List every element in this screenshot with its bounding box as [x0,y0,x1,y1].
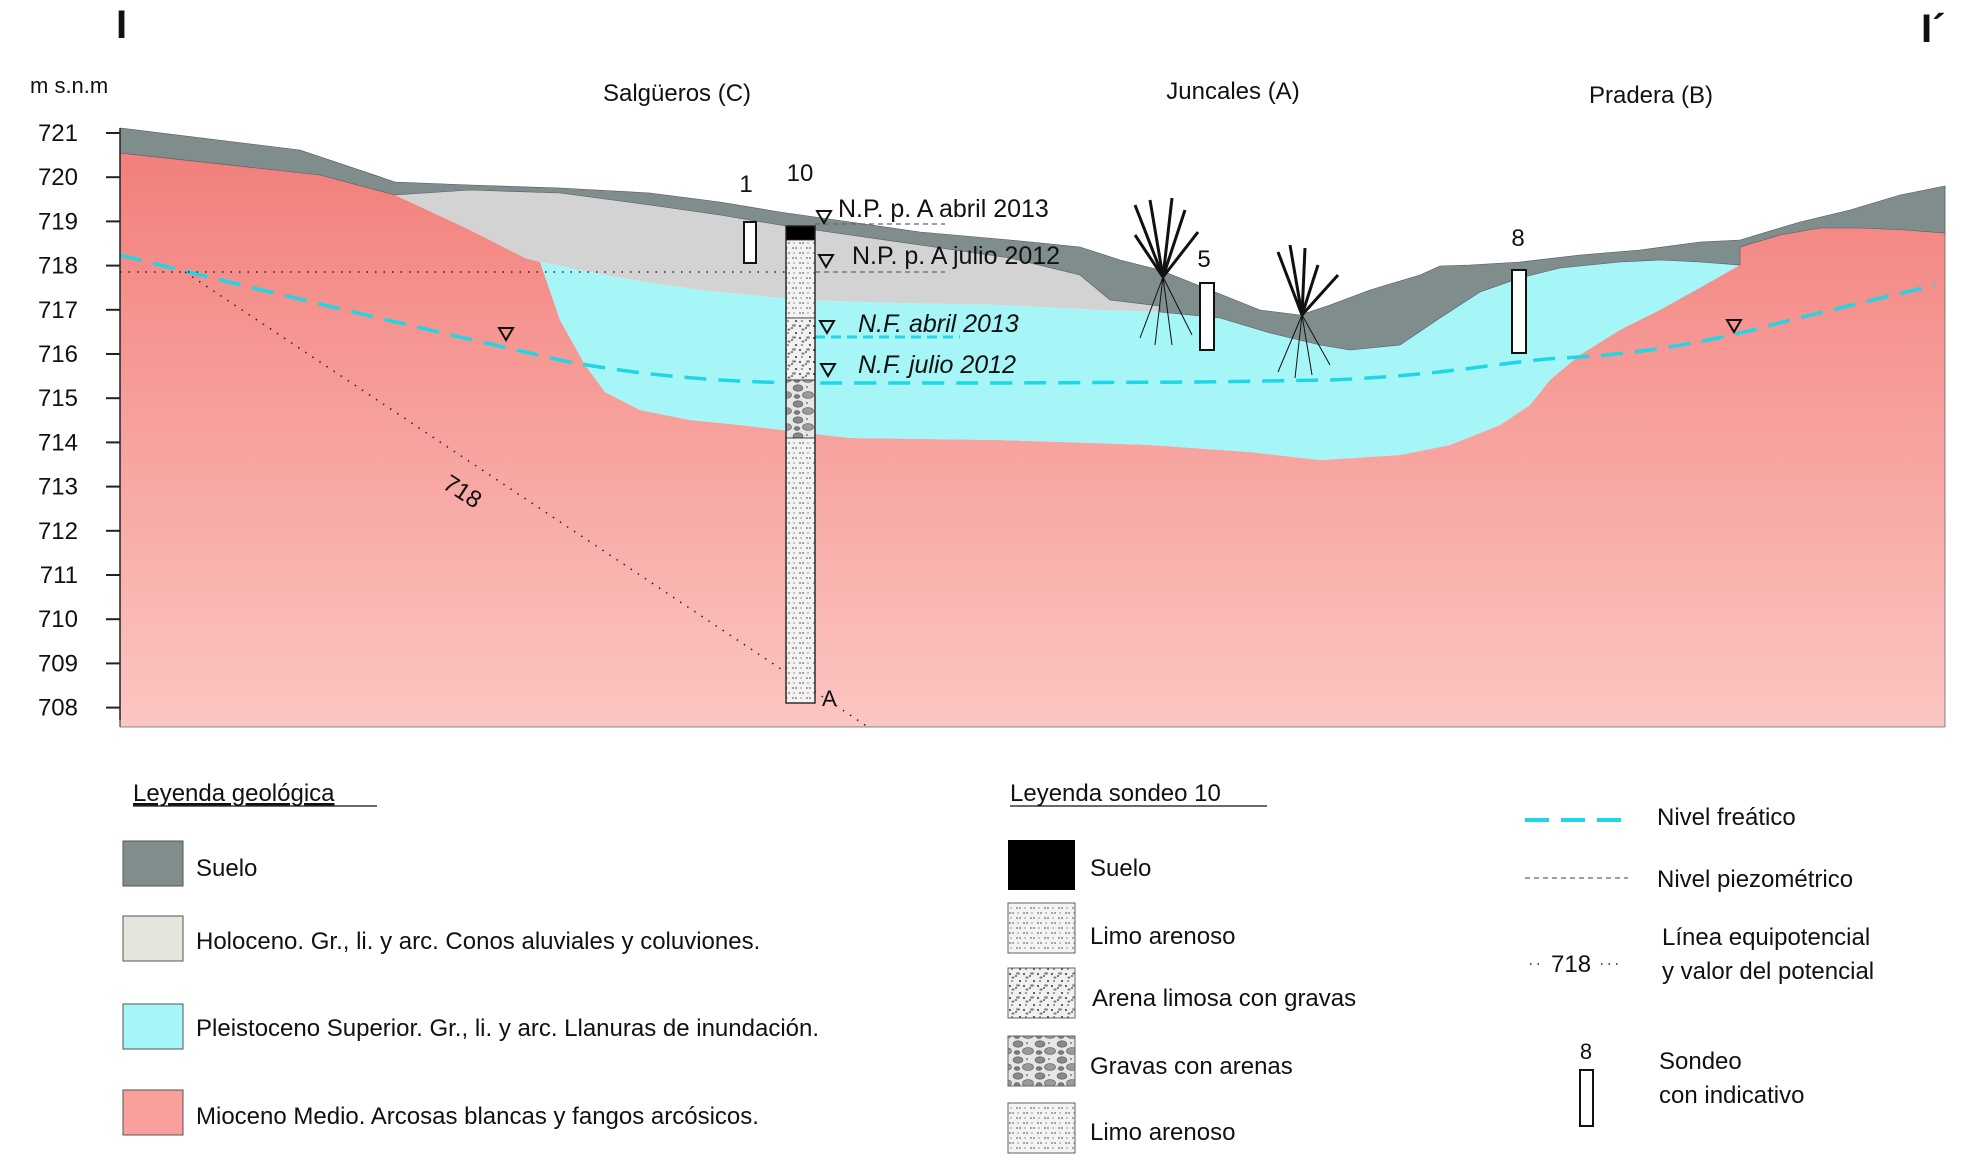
level-label-np-julio-2012: N.P. p. A julio 2012 [852,242,1060,270]
axis-tick-label: 716 [38,341,78,368]
legend-swatch-pleistoceno [122,1003,184,1050]
pleistoceno-layer [540,260,1740,460]
axis-tick-label: 712 [38,518,78,545]
legend-borehole-sample [1579,1069,1594,1127]
borehole-label-1: 1 [739,171,752,198]
water-level-markers [497,210,1743,378]
legend-equipotential-sample: 718 [1551,951,1591,978]
legend-swatch-mioceno [122,1089,184,1136]
legend-borehole-label-1: Sondeo [1659,1048,1742,1075]
legend-geologica-title: Leyenda geológica [133,780,335,807]
geologic-section: 718 A [119,127,1946,728]
level-label-nf-julio-2012: N.F. julio 2012 [858,351,1016,379]
legend-symbols: Nivel freático Nivel piezométrico 718 Lí… [1525,804,1874,1127]
legend-sondeo-title: Leyenda sondeo 10 [1010,780,1221,807]
reed-symbol-1 [1133,197,1200,346]
axis-tick-label: 710 [38,606,78,633]
axis-tick-label: 713 [38,474,78,501]
axis-tick-label: 717 [38,297,78,324]
legend-label-suelo: Suelo [196,855,257,882]
legend-label-holoceno: Holoceno. Gr., li. y arc. Conos aluviale… [196,928,760,955]
legend-sondeo-label-suelo: Suelo [1090,855,1151,882]
section-end-label: I´ [1921,7,1945,51]
section-start-label: I [116,3,127,47]
axis-tick-label: 715 [38,385,78,412]
axis-tick-label: 718 [38,253,78,280]
axis-unit-label: m s.n.m [30,73,108,98]
borehole-10-column [785,225,816,704]
legend-swatch-suelo [122,840,184,887]
axis-tick-label: 719 [38,208,78,235]
legend-borehole-sample-id: 8 [1580,1039,1592,1064]
legend-sondeo-swatch-suelo [1008,840,1075,890]
borehole-label-8: 8 [1511,225,1524,252]
legend-label-mioceno: Mioceno Medio. Arcosas blancas y fangos … [196,1103,759,1130]
legend-piezometric-label: Nivel piezométrico [1657,866,1853,893]
borehole-8 [1511,269,1527,354]
axis-tick-label: 720 [38,164,78,191]
mioceno-layer [120,153,1945,727]
legend-sondeo-10: Leyenda sondeo 10 Suelo Limo arenoso Are… [1007,780,1356,1154]
axis-tick-label: 709 [38,650,78,677]
borehole-label-5: 5 [1197,246,1210,273]
legend-borehole-label-2: con indicativo [1659,1082,1804,1109]
axis-tick-label: 711 [40,562,78,589]
legend-geologica: Leyenda geológica Suelo Holoceno. Gr., l… [122,780,819,1136]
legend-swatch-holoceno [122,915,184,962]
suelo-layer [119,127,1946,351]
legend-sondeo-label-arena: Arena limosa con gravas [1092,985,1356,1012]
level-label-np-abril-2013: N.P. p. A abril 2013 [838,195,1049,223]
legend-sondeo-swatch-limo-2 [1007,1102,1076,1154]
borehole-5 [1199,282,1215,351]
level-label-nf-abril-2013: N.F. abril 2013 [858,310,1019,338]
reed-symbol-2 [1276,244,1340,379]
borehole-label-10: 10 [787,160,814,187]
holoceno-layer [395,190,1160,312]
legend-label-pleistoceno: Pleistoceno Superior. Gr., li. y arc. Ll… [196,1015,819,1042]
equipotential-line [184,271,869,728]
elevation-axis: 721 720 719 718 717 716 715 714 713 712 711 710 709 7… [30,73,121,722]
equipotential-point-label: A [822,686,837,711]
legend-sondeo-label-limo-1: Limo arenoso [1090,923,1235,950]
legend-equipotential-label-1: Línea equipotencial [1662,924,1870,951]
legend-sondeo-label-limo-2: Limo arenoso [1090,1119,1235,1146]
legend-equipotential-label-2: y valor del potencial [1662,958,1874,985]
legend-sondeo-swatch-limo-1 [1007,902,1076,954]
borehole-1 [743,221,757,264]
legend-water-table-label: Nivel freático [1657,804,1796,831]
zone-label-pradera: Pradera (B) [1589,82,1713,109]
axis-tick-label: 721 [38,120,78,147]
legend-sondeo-label-gravas: Gravas con arenas [1090,1053,1293,1080]
zone-label-salgueros: Salgüeros (C) [603,80,751,107]
legend-sondeo-swatch-arena [1007,967,1076,1019]
axis-tick-label: 714 [38,429,78,456]
axis-tick-label: 708 [38,695,78,722]
zone-label-juncales: Juncales (A) [1166,78,1299,105]
legend-sondeo-swatch-gravas [1007,1035,1076,1087]
